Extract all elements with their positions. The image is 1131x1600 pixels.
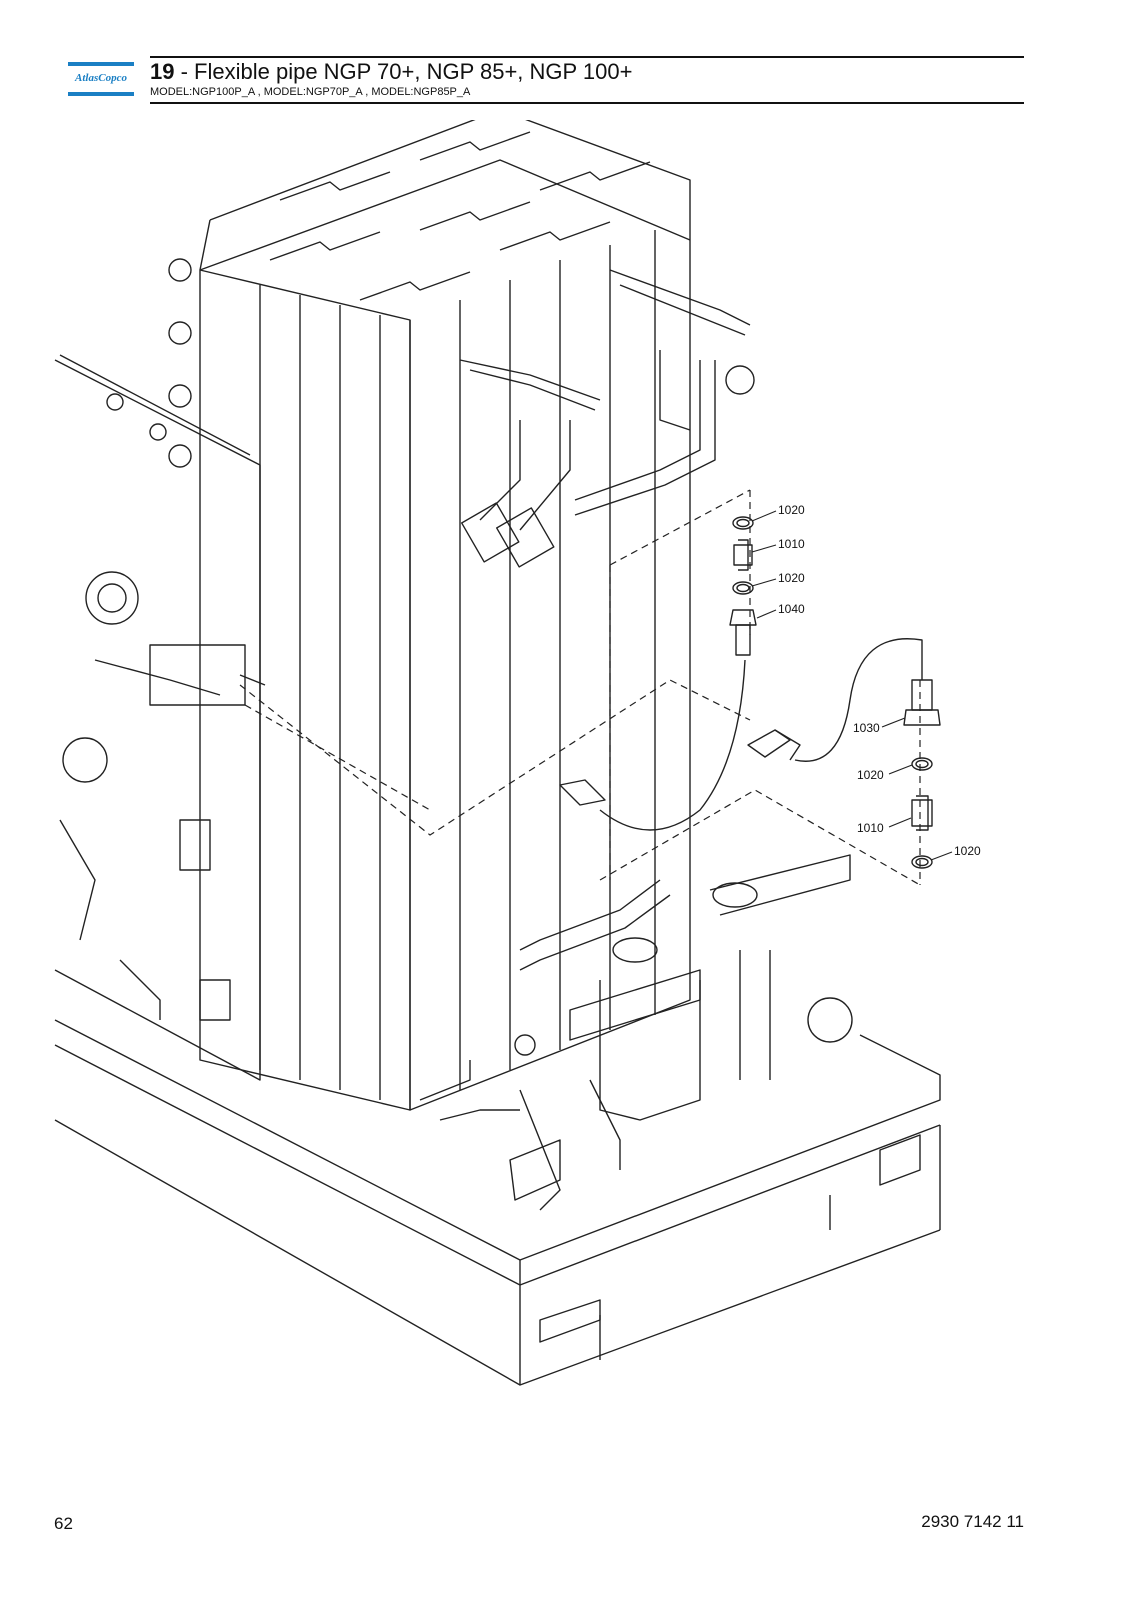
flexible-hose [559,638,923,831]
header-rule-top [150,56,1024,58]
callout-label: 1010 [778,537,805,551]
upper-pipe-assembly [459,269,755,568]
callout-label: 1030 [853,721,880,735]
section-title: 19 - Flexible pipe NGP 70+, NGP 85+, NGP… [150,59,632,85]
pressure-gauges [168,258,192,468]
section-title-text: - Flexible pipe NGP 70+, NGP 85+, NGP 10… [174,59,633,84]
logo-wordmark: AtlasCopco [75,72,127,84]
fitting-stack-upper [729,516,757,656]
model-list: MODEL:NGP100P_A , MODEL:NGP70P_A , MODEL… [150,86,471,98]
callout-label: 1020 [778,503,805,517]
control-panel [54,354,266,1081]
lower-pipe-assembly [419,854,853,1211]
header-rule-bottom [150,102,1024,104]
callout-label: 1020 [954,844,981,858]
page-header: AtlasCopco 19 - Flexible pipe NGP 70+, N… [68,56,1024,106]
callout-leaders [751,510,953,861]
atlas-copco-logo: AtlasCopco [68,62,134,98]
leader-lines [239,489,921,886]
callout-label: 1010 [857,821,884,835]
callout-label: 1040 [778,602,805,616]
document-number: 2930 7142 11 [921,1512,1024,1531]
generator-vessel-block [199,120,691,1111]
section-number: 19 [150,59,175,84]
callout-label: 1020 [778,571,805,585]
callout-label: 1020 [857,768,884,782]
page-number: 62 [54,1514,73,1533]
part-callouts: 1020 1010 1020 1040 1030 1020 1010 1020 [778,503,981,858]
fitting-stack-right [903,679,941,869]
exploded-view-drawing: 1020 1010 1020 1040 1030 1020 1010 1020 [54,120,981,1386]
base-frame [54,1019,941,1386]
